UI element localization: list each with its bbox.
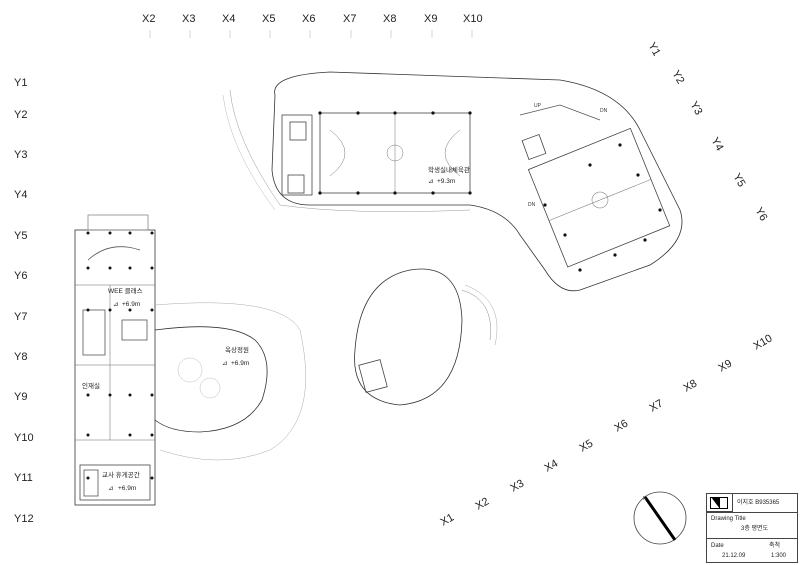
- grid-x-top-text: X5: [262, 13, 275, 25]
- grid-labels-right-diag: Y1 Y2 Y3 Y4 Y5 Y6: [645, 41, 769, 224]
- grid-x-top-text: X8: [383, 13, 396, 25]
- grid-x-diag-text: X6: [613, 417, 631, 434]
- scale-value: 1:300: [771, 553, 787, 559]
- grid-x-top-text: X10: [463, 13, 483, 25]
- grid-y-left-text: Y12: [14, 513, 34, 525]
- grid-label-x2: X2: [142, 13, 155, 25]
- grid-x-diag-text: X4: [543, 457, 561, 474]
- scale-label: 축척: [769, 543, 781, 549]
- stair-down-mark: DN: [600, 108, 608, 114]
- garden-elevation: +6.9m: [231, 360, 249, 367]
- gym-columns: [318, 111, 662, 272]
- level-marker-icon: ⊿: [222, 360, 227, 367]
- grid-y-right-text: Y1: [645, 41, 662, 59]
- grid-y-left-text: Y1: [14, 77, 27, 89]
- svg-text:N: N: [643, 496, 647, 502]
- grid-x-diag-text: X3: [509, 477, 527, 494]
- gym-building: [222, 71, 683, 292]
- grid-x-diag-text: X5: [578, 437, 596, 454]
- grid-x-top-text: X9: [424, 13, 437, 25]
- grid-x-top-text: X6: [302, 13, 315, 25]
- north-arrow-icon: N: [633, 491, 687, 545]
- grid-y-left-text: Y6: [14, 270, 27, 282]
- gym-elevation: +9.3m: [437, 178, 455, 185]
- left-building-columns: [86, 231, 154, 480]
- grid-y-left-text: Y10: [14, 432, 34, 444]
- level-marker-icon: ⊿: [108, 485, 113, 492]
- oval-roof: [354, 268, 498, 406]
- grid-x-top-text: X2: [142, 13, 155, 25]
- grid-y-left-text: Y5: [14, 230, 27, 242]
- stair-up-mark: UP: [534, 103, 542, 109]
- date-scale-row: Date 21.12.09 축척 1:300: [707, 538, 797, 563]
- grid-y-left-text: Y7: [14, 311, 27, 323]
- stair-down-mark: DN: [528, 202, 536, 208]
- logo-triangle-icon: [711, 497, 720, 509]
- teacher-room-label: 교사 휴게공간: [102, 470, 140, 479]
- title-block-logo: [707, 494, 733, 512]
- grid-x-diag-text: X2: [474, 495, 492, 512]
- grid-labels-top: X2 X3 X4 X5 X6 X7 X8 X9 X10: [142, 13, 483, 38]
- drawing-title-label: Drawing Title: [711, 516, 746, 522]
- grid-y-left-text: Y2: [14, 109, 27, 121]
- grid-y-left-text: Y3: [14, 149, 27, 161]
- grid-y-right-text: Y4: [708, 136, 725, 154]
- grid-y-right-text: Y3: [687, 100, 704, 118]
- grid-y-left-text: Y8: [14, 351, 27, 363]
- grid-y-right-text: Y5: [730, 172, 747, 190]
- study-room-label: 인재실: [82, 381, 100, 390]
- grid-x-diag-text: X9: [717, 357, 735, 374]
- gym-room-label: 학생실내체육관: [428, 165, 470, 174]
- gym-labels: 학생실내체육관 +9.3m ⊿ UP DN DN: [428, 103, 608, 208]
- teacher-elevation: +6.9m: [118, 485, 136, 492]
- garden-room-label: 옥상정원: [225, 345, 249, 354]
- roof-garden: [154, 302, 306, 461]
- grid-x-top-text: X4: [222, 13, 235, 25]
- grid-y-left-text: Y4: [14, 189, 27, 201]
- grid-x-top-text: X7: [343, 13, 356, 25]
- date-label: Date: [711, 543, 724, 549]
- level-marker-icon: ⊿: [428, 178, 433, 185]
- drawing-title-row: Drawing Title 3층 평면도: [707, 512, 797, 538]
- date-value: 21.12.09: [722, 553, 746, 559]
- grid-x-diag-text: X10: [752, 332, 775, 352]
- grid-y-left-text: Y11: [14, 472, 33, 484]
- level-marker-icon: ⊿: [113, 301, 118, 308]
- left-labels: WEE 클래스 ⊿ +6.9m 옥상정원 ⊿ +6.9m 인재실 교사 휴게공간…: [82, 286, 249, 492]
- grid-x-diag-text: X8: [682, 377, 700, 394]
- wee-room-label: WEE 클래스: [108, 286, 143, 295]
- drawing-title: 3층 평면도: [741, 526, 769, 532]
- grid-x-diag-text: X7: [648, 397, 666, 414]
- grid-y-right-text: Y2: [669, 69, 686, 87]
- left-building: [74, 214, 156, 506]
- author-name: 이지호 B935365: [737, 500, 780, 506]
- grid-labels-left: Y1 Y2 Y3 Y4 Y5 Y6 Y7 Y8 Y9 Y10 Y11 Y12: [14, 77, 34, 525]
- wee-elevation: +6.9m: [122, 301, 140, 308]
- grid-x-top-text: X3: [182, 13, 195, 25]
- grid-y-right-text: Y6: [752, 206, 769, 224]
- grid-y-left-text: Y9: [14, 391, 27, 403]
- grid-x-diag-text: X1: [439, 511, 457, 528]
- title-block: 이지호 B935365 Drawing Title 3층 평면도 Date 21…: [706, 493, 798, 563]
